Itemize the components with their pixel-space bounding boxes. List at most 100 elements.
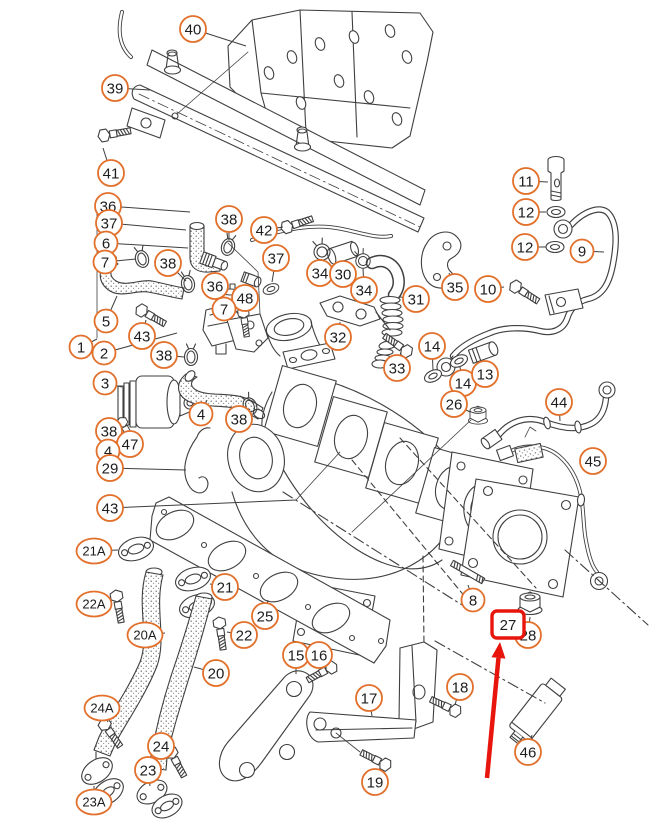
callout-label: 4 [104,443,112,460]
callout-38[interactable]: 38 [154,249,182,277]
callout-label: 6 [102,235,110,252]
callout-label: 32 [330,329,347,346]
callout-47[interactable]: 47 [116,430,144,458]
callout-33[interactable]: 33 [383,354,411,382]
callout-40[interactable]: 40 [179,15,207,43]
callout-label: 4 [197,406,205,423]
callout-31[interactable]: 31 [402,285,430,313]
callout-22A[interactable]: 22A [75,590,113,618]
callout-36[interactable]: 36 [201,272,229,300]
callout-label: 38 [101,423,118,440]
callout-label: 38 [221,211,238,228]
callout-24A[interactable]: 24A [83,694,121,722]
callout-44[interactable]: 44 [545,388,573,416]
callout-38[interactable]: 38 [150,341,178,369]
callout-23[interactable]: 23 [134,756,162,784]
callout-label: 10 [480,281,497,298]
callout-11[interactable]: 11 [512,167,540,195]
callout-16[interactable]: 16 [305,641,333,669]
callout-label: 14 [424,338,441,355]
callout-label: 33 [389,360,406,377]
callout-2[interactable]: 2 [91,340,117,366]
callout-label: 22 [236,627,253,644]
callout-38[interactable]: 38 [225,405,253,433]
callout-45[interactable]: 45 [579,447,607,475]
diagram-line-art [81,9,649,819]
callout-label: 26 [446,396,463,413]
callout-30[interactable]: 30 [329,260,357,288]
callout-label: 34 [312,265,329,282]
callout-label: 35 [447,279,464,296]
callout-label: 20A [133,628,156,643]
callout-21A[interactable]: 21A [75,537,113,565]
callout-20A[interactable]: 20A [126,621,164,649]
callout-label: 21A [82,544,105,559]
callout-7[interactable]: 7 [92,249,118,275]
callout-3[interactable]: 3 [92,370,118,396]
callout-29[interactable]: 29 [96,454,124,482]
callout-34[interactable]: 34 [306,259,334,287]
callout-19[interactable]: 19 [361,768,389,796]
callout-label: 16 [311,647,328,664]
callout-14[interactable]: 14 [418,332,446,360]
callout-43[interactable]: 43 [96,494,124,522]
highlight-arrowhead [491,642,506,659]
callout-42[interactable]: 42 [250,216,278,244]
callout-17[interactable]: 17 [355,684,383,712]
callout-8[interactable]: 8 [460,587,486,613]
callout-label: 9 [578,243,586,260]
callout-37[interactable]: 37 [262,244,290,272]
callout-label: 30 [335,266,352,283]
callout-label: 12 [517,239,534,256]
callout-24[interactable]: 24 [147,732,175,760]
callout-label: 37 [268,250,285,267]
callout-label: 2 [100,345,108,362]
callout-27-highlighted[interactable]: 27 [484,609,526,779]
callout-9[interactable]: 9 [569,238,595,264]
callout-10[interactable]: 10 [474,275,502,303]
callout-32[interactable]: 32 [324,323,352,351]
callout-label: 43 [102,500,119,517]
callout-43[interactable]: 43 [128,322,156,350]
callout-label: 46 [520,744,537,761]
callout-label: 42 [256,222,273,239]
callout-37[interactable]: 37 [95,209,123,237]
callout-35[interactable]: 35 [441,273,469,301]
callout-38[interactable]: 38 [95,417,123,445]
callout-label: 8 [469,592,477,609]
callout-46[interactable]: 46 [514,738,542,766]
callout-label: 38 [160,255,177,272]
callout-label: 45 [585,453,602,470]
callout-26[interactable]: 26 [440,390,468,418]
callout-label: 36 [207,278,224,295]
callout-label: 44 [551,394,568,411]
callout-label: 41 [103,165,120,182]
callout-1[interactable]: 1 [68,334,94,360]
callout-22[interactable]: 22 [230,621,258,649]
callout-12[interactable]: 12 [512,198,540,226]
callout-25[interactable]: 25 [251,602,279,630]
callout-20[interactable]: 20 [202,659,230,687]
callout-label: 39 [107,80,124,97]
callout-21[interactable]: 21 [211,573,239,601]
callout-label: 29 [102,460,119,477]
callout-34[interactable]: 34 [350,276,378,304]
callout-7[interactable]: 7 [211,296,237,322]
callout-12[interactable]: 12 [511,233,539,261]
callout-4[interactable]: 4 [188,401,214,427]
callout-23A[interactable]: 23A [75,788,113,816]
callout-38[interactable]: 38 [215,205,243,233]
callout-5[interactable]: 5 [93,308,119,334]
highlighted-callout-label: 27 [500,617,517,634]
callout-label: 14 [455,375,472,392]
callout-label: 5 [102,313,110,330]
callout-41[interactable]: 41 [97,159,125,187]
callout-39[interactable]: 39 [101,74,129,102]
callout-48[interactable]: 48 [231,284,259,312]
callout-18[interactable]: 18 [446,673,474,701]
callout-label: 12 [518,204,535,221]
callout-13[interactable]: 13 [471,360,499,388]
